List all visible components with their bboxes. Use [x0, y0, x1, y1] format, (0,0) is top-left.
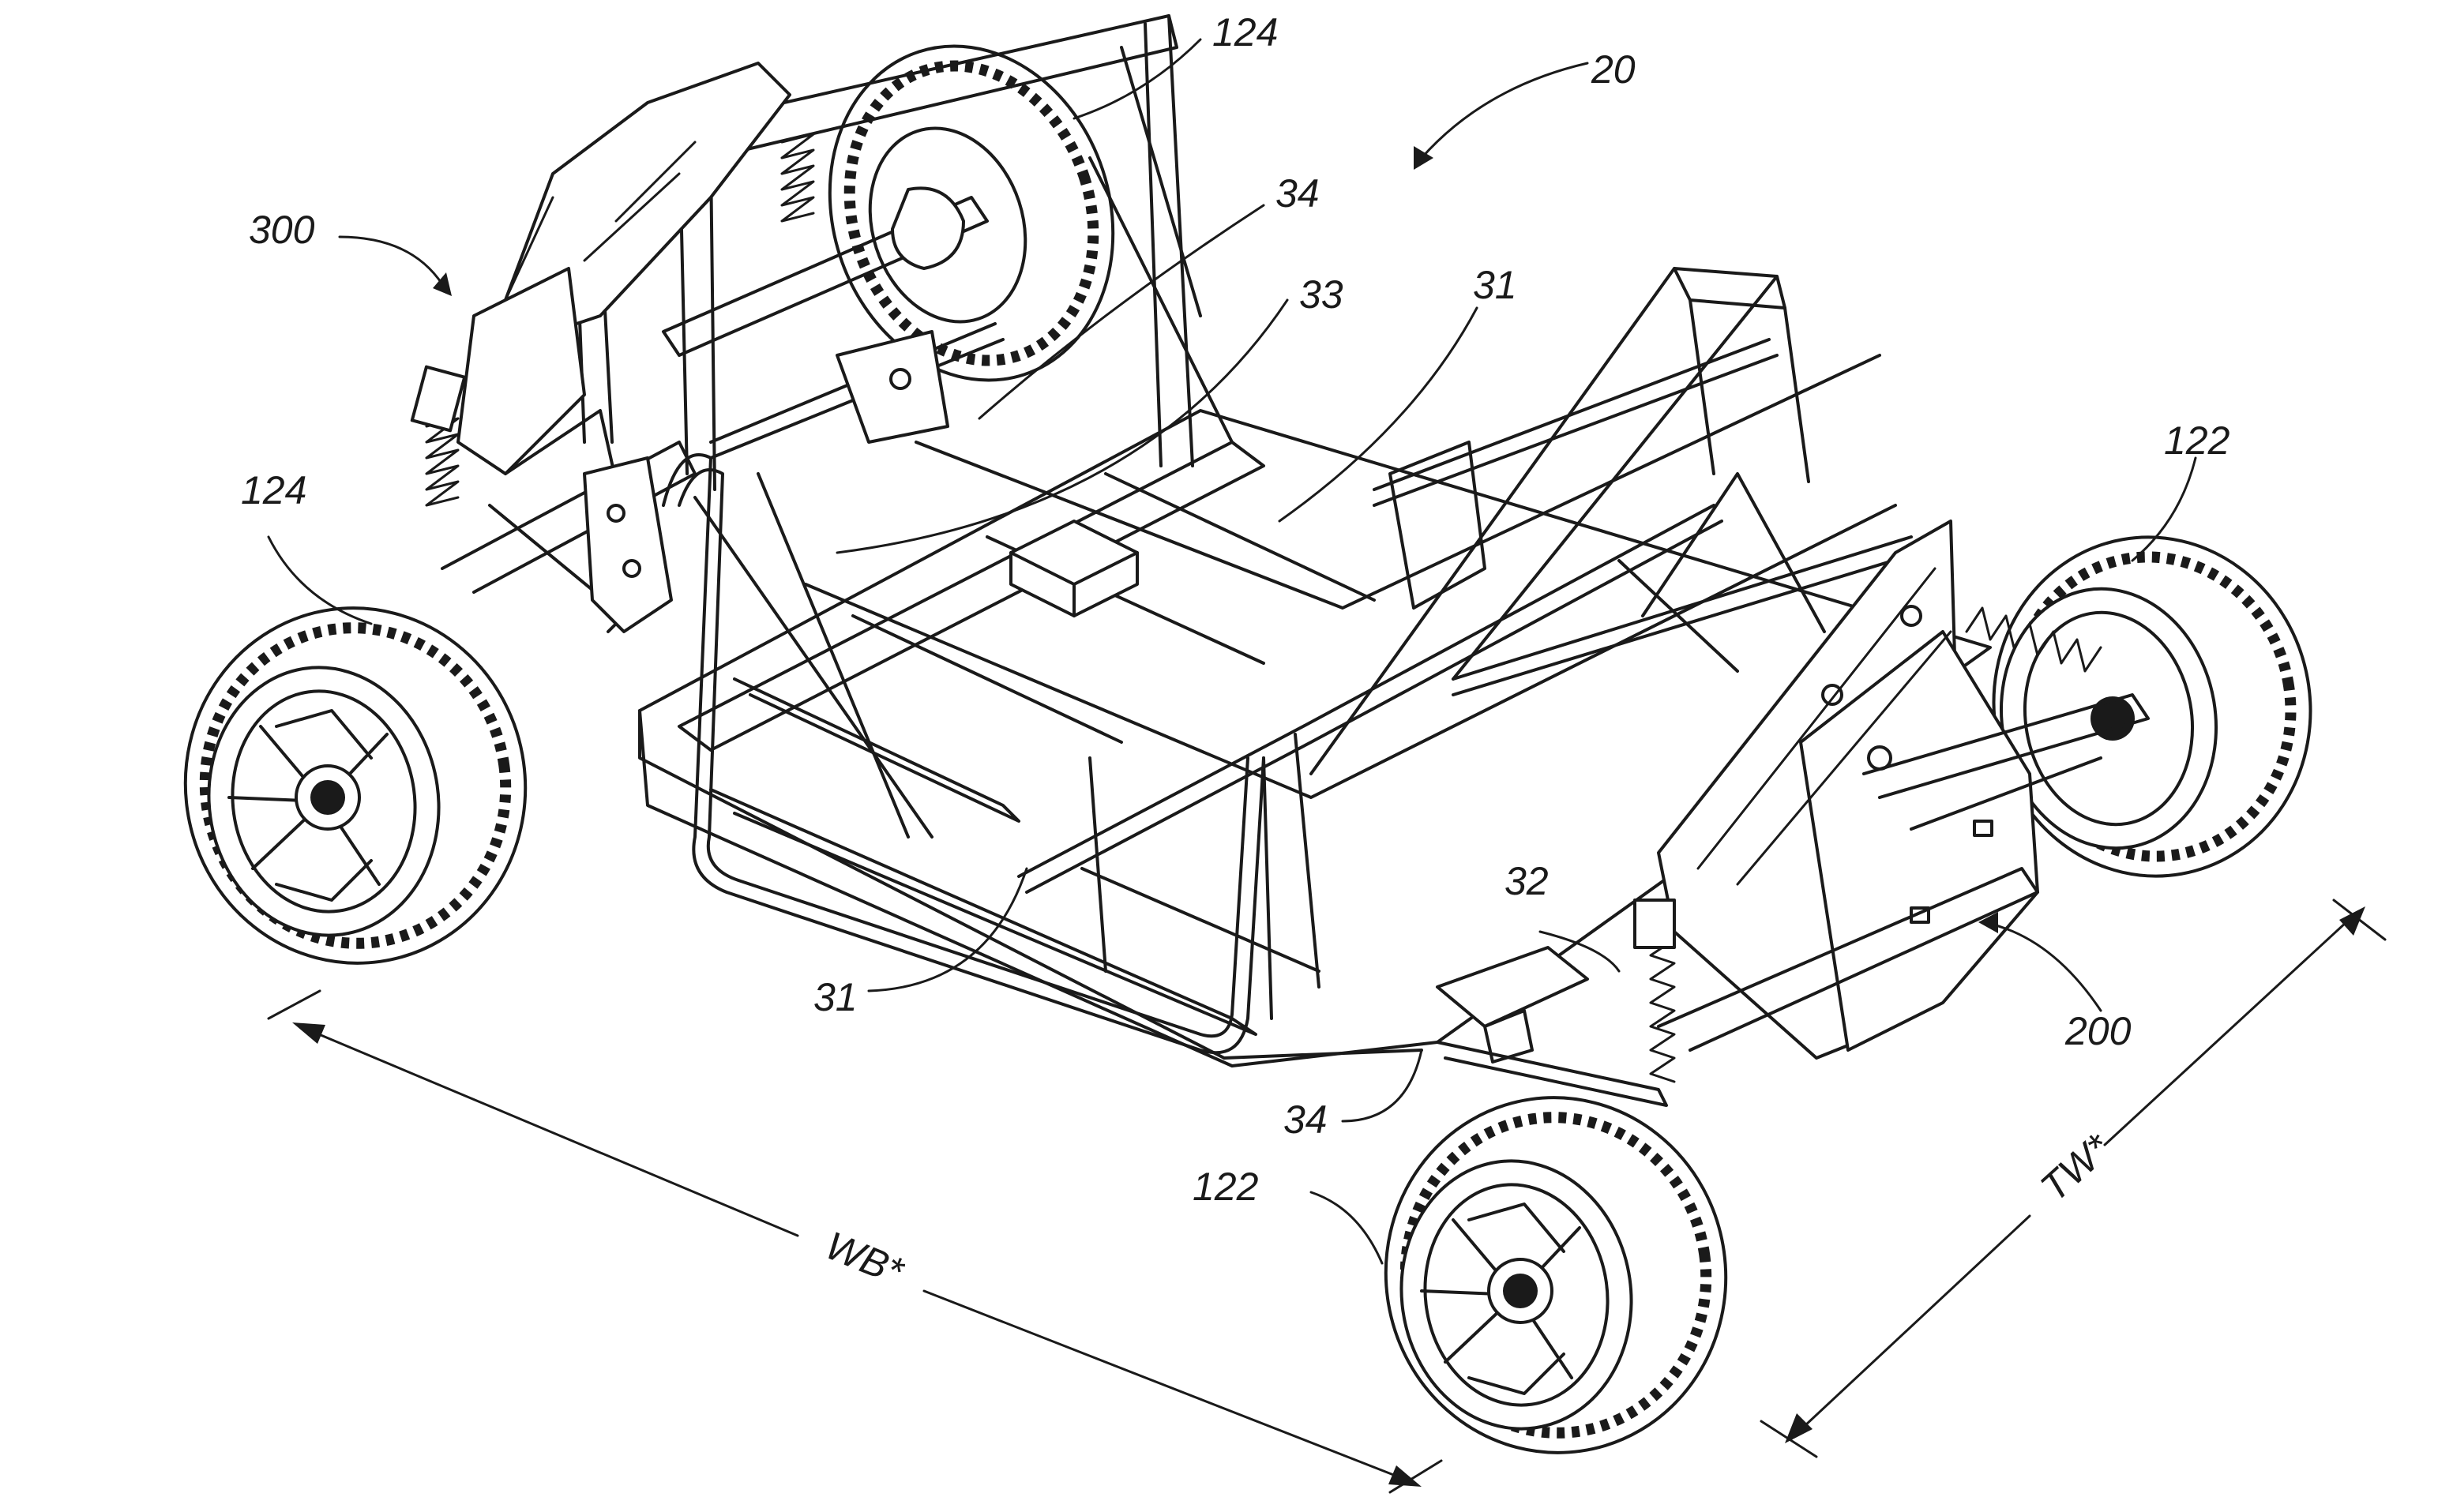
ref-label-124-top: 124 — [1212, 10, 1278, 54]
ref-label-34-bottom: 34 — [1283, 1097, 1328, 1142]
roll-cage — [575, 14, 1921, 1055]
rear-right-wheel — [1992, 535, 2312, 878]
ref-label-34-top: 34 — [1275, 171, 1320, 216]
dimension-label-track-width: TW* — [2032, 1125, 2120, 1210]
front-left-wheel — [183, 606, 528, 965]
ref-label-20: 20 — [1591, 47, 1636, 92]
ref-label-300: 300 — [249, 208, 315, 252]
ref-label-32: 32 — [1504, 859, 1549, 903]
dimension-lines — [267, 899, 2387, 1494]
ref-label-33: 33 — [1299, 272, 1343, 317]
leader-lines — [267, 38, 2197, 1265]
rear-left-wheel — [828, 44, 1115, 382]
dimension-label-wheelbase: WB* — [820, 1223, 911, 1294]
ref-label-124-left: 124 — [241, 468, 306, 512]
front-suspension-assembly — [1436, 520, 2150, 1107]
chassis-frame — [638, 354, 1992, 1067]
ref-label-31-bottom: 31 — [813, 975, 858, 1019]
ref-label-122-bottom: 122 — [1193, 1165, 1259, 1209]
rear-suspension-assembly — [410, 62, 965, 633]
ref-label-31-top: 31 — [1473, 263, 1517, 307]
front-right-wheel — [1384, 1096, 1728, 1454]
ref-label-122-right: 122 — [2164, 418, 2230, 463]
ref-label-200: 200 — [2064, 1009, 2132, 1053]
